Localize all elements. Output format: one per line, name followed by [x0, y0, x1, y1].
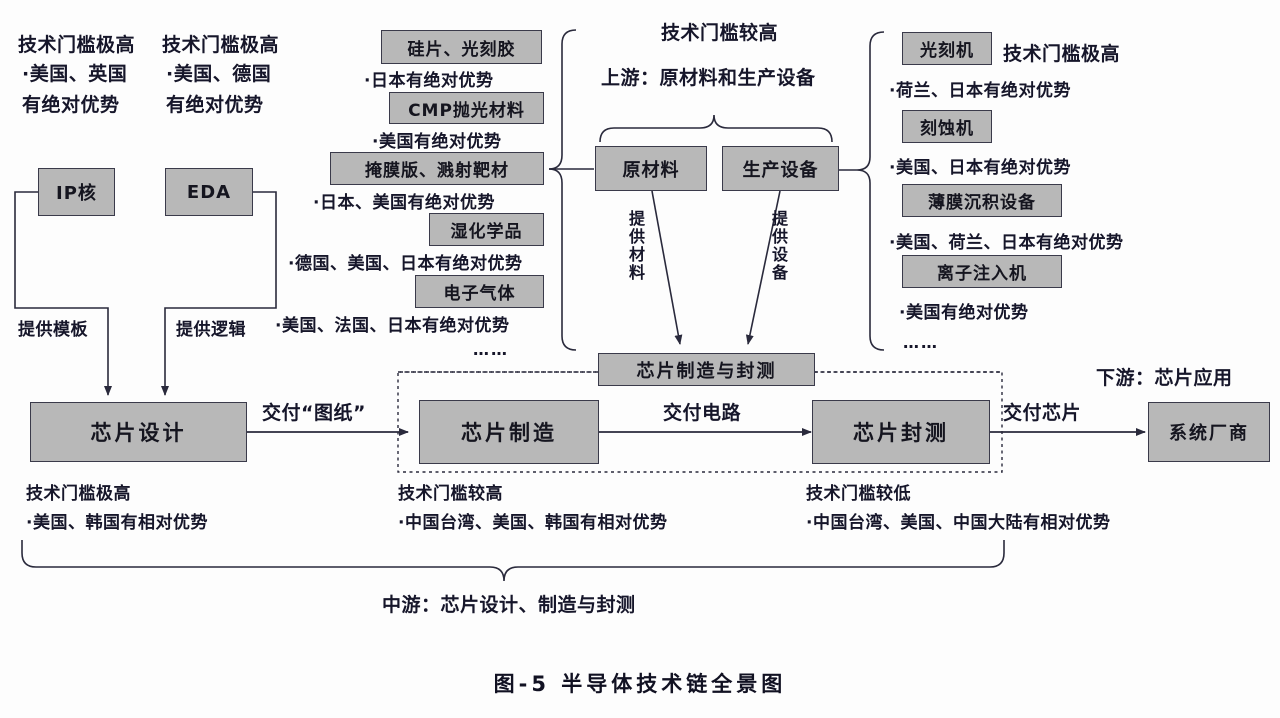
material-note-2: ·日本、美国有绝对优势 — [313, 193, 495, 213]
material-box-1[interactable]: CMP抛光材料 — [389, 92, 544, 124]
design-note-2: ·美国、韩国有相对优势 — [26, 513, 208, 533]
supply-equipment-label: 提供设备 — [769, 210, 788, 282]
midstream-stage-label: 中游：芯片设计、制造与封测 — [382, 594, 636, 616]
equipment-box-0[interactable]: 光刻机 — [902, 32, 992, 65]
figure-caption: 图-5 半导体技术链全景图 — [493, 672, 787, 696]
material-box-4[interactable]: 电子气体 — [415, 275, 544, 308]
equipment-box-1[interactable]: 刻蚀机 — [902, 110, 992, 143]
material-box-2[interactable]: 掩膜版、溅射靶材 — [330, 152, 544, 185]
packaging-note-2: ·中国台湾、美国、中国大陆有相对优势 — [806, 513, 1111, 533]
eda-edge-label: 提供逻辑 — [176, 320, 246, 340]
equipment-note-2: ·美国、荷兰、日本有绝对优势 — [889, 233, 1124, 253]
ip-note-line3: 有绝对优势 — [22, 94, 120, 116]
eda-note-line1: 技术门槛极高 — [162, 34, 280, 56]
equipment-threshold-label: 技术门槛极高 — [1003, 43, 1121, 65]
material-box-0[interactable]: 硅片、光刻胶 — [381, 30, 542, 64]
wire-ip-to-design — [14, 191, 112, 396]
eda-note-line3: 有绝对优势 — [166, 94, 264, 116]
upstream-stage-label: 上游：原材料和生产设备 — [601, 67, 816, 89]
wire-eda-to-design — [161, 191, 277, 396]
design-note-1: 技术门槛极高 — [26, 484, 131, 504]
equipment-note-1: ·美国、日本有绝对优势 — [889, 158, 1071, 178]
equipment-ellipsis: …… — [903, 333, 939, 352]
supply-material-label: 提供材料 — [626, 210, 645, 282]
material-note-0: ·日本有绝对优势 — [364, 71, 494, 91]
brace-upstream — [599, 114, 833, 143]
materials-ellipsis: …… — [473, 340, 509, 359]
ip-core-box[interactable]: IP核 — [38, 168, 115, 216]
flow-label-package-to-system: 交付芯片 — [1003, 402, 1082, 424]
eda-note-line2: ·美国、德国 — [166, 63, 272, 85]
fab-package-box[interactable]: 芯片制造与封测 — [598, 353, 815, 386]
packaging-note-1: 技术门槛较低 — [806, 484, 911, 504]
equipment-box-3[interactable]: 离子注入机 — [902, 255, 1062, 288]
material-box-3[interactable]: 湿化学品 — [429, 213, 544, 246]
chip-packaging-box[interactable]: 芯片封测 — [812, 400, 990, 464]
material-note-1: ·美国有绝对优势 — [372, 132, 502, 152]
raw-material-box[interactable]: 原材料 — [595, 146, 707, 191]
brace-midstream — [21, 540, 1005, 582]
flow-label-design-to-fab: 交付“图纸” — [262, 402, 366, 424]
ip-note-line1: 技术门槛极高 — [18, 34, 136, 56]
wire-materials-to-fab — [651, 190, 683, 345]
production-equipment-box[interactable]: 生产设备 — [722, 146, 839, 191]
ip-note-line2: ·美国、英国 — [22, 63, 128, 85]
equipment-note-3: ·美国有绝对优势 — [899, 303, 1029, 323]
manufacture-note-2: ·中国台湾、美国、韩国有相对优势 — [398, 513, 668, 533]
system-vendor-box[interactable]: 系统厂商 — [1148, 402, 1270, 462]
flow-label-fab-to-package: 交付电路 — [663, 402, 742, 424]
chip-design-box[interactable]: 芯片设计 — [30, 402, 247, 462]
equipment-note-0: ·荷兰、日本有绝对优势 — [889, 81, 1071, 101]
brace-equipment — [839, 31, 885, 351]
upstream-threshold-label: 技术门槛较高 — [661, 22, 779, 44]
equipment-box-2[interactable]: 薄膜沉积设备 — [902, 184, 1062, 217]
manufacture-note-1: 技术门槛较高 — [398, 484, 503, 504]
downstream-stage-label: 下游：芯片应用 — [1096, 367, 1233, 389]
ip-edge-label: 提供模板 — [18, 320, 88, 340]
chip-manufacture-box[interactable]: 芯片制造 — [419, 400, 599, 464]
eda-box[interactable]: EDA — [165, 168, 253, 216]
brace-materials — [548, 29, 594, 351]
material-note-4: ·美国、法国、日本有绝对优势 — [275, 316, 510, 336]
material-note-3: ·德国、美国、日本有绝对优势 — [288, 254, 523, 274]
